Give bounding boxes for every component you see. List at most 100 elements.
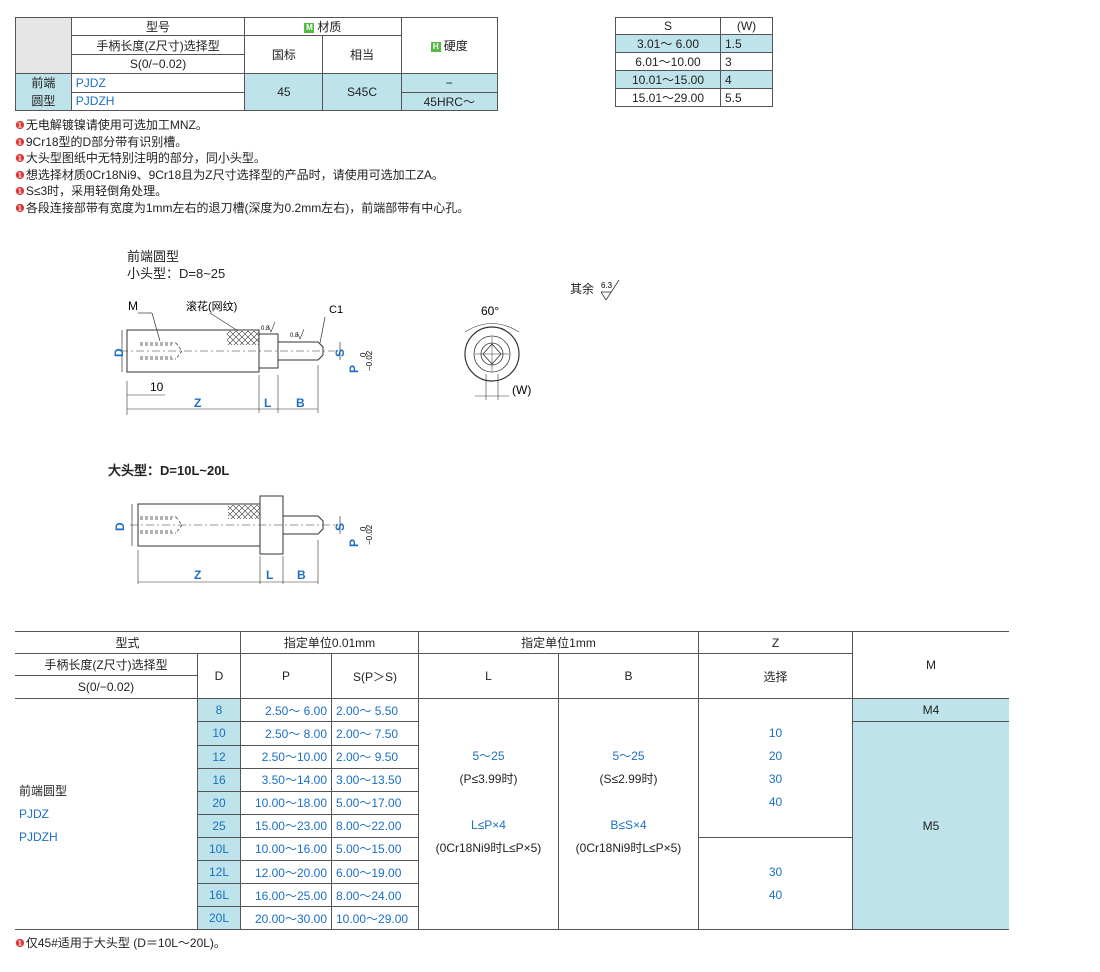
gb-value: 45 [244, 73, 324, 111]
h-handle: 手柄长度(Z尺寸)选择型 [15, 653, 198, 676]
d-value: 12 [197, 744, 241, 769]
label-L: L [264, 396, 271, 410]
s-range: 15.01～29.00 [615, 88, 721, 107]
hardness-badge-icon: H [430, 41, 441, 52]
p-range: 3.50～14.00 [240, 767, 332, 792]
d-value: 16L [197, 883, 241, 907]
equiv-header: 相当 [322, 35, 402, 74]
tolerance-lower: −0.02 [365, 350, 374, 371]
d-value: 12L [197, 860, 241, 884]
svg-text:6.3: 6.3 [601, 281, 613, 290]
label-B: B [296, 396, 305, 410]
code-pjdzh: PJDZH [70, 91, 246, 111]
large-head-drawing: D S P 0 −0.02 Z L B [113, 495, 374, 584]
b-cell: 5～25 (S≤2.99时) B≤S×4 (0Cr18Ni9时L≤P×5) [558, 698, 699, 930]
d-value: 20L [197, 906, 241, 930]
note-item: ❶无电解镀镍请使用可选加工MNZ。 [15, 118, 208, 132]
s-range: 5.00～15.00 [331, 836, 419, 861]
label-C1: C1 [329, 304, 343, 316]
m-value-m5: M5 [852, 721, 1009, 930]
circle-exclamation-icon: ❶ [15, 169, 25, 182]
knurl-area [227, 331, 259, 345]
s-range: 8.00～24.00 [331, 883, 419, 907]
end-view-drawing: 60° (W) [464, 304, 531, 400]
drawing-title-large-head: 大头型：D=10L~20L [108, 463, 230, 478]
p-range: 16.00～25.00 [240, 883, 332, 907]
label-10: 10 [150, 380, 164, 394]
hardness-value-2: 45HRC～ [400, 91, 499, 111]
label-L: L [266, 568, 273, 582]
thread-hole [140, 342, 183, 360]
label-D: D [112, 348, 126, 357]
m-value-m4: M4 [852, 698, 1009, 722]
circle-exclamation-icon: ❶ [15, 938, 25, 950]
h-SP: S(P＞S) [331, 653, 419, 699]
p-range: 2.50～10.00 [240, 744, 332, 769]
h-model: 型式 [15, 631, 241, 654]
s-range: 6.01～10.00 [615, 52, 721, 71]
d-value: 25 [197, 813, 241, 838]
roughness-symbol-icon: 6.3 [601, 279, 620, 301]
p-range: 2.50～ 6.00 [240, 698, 332, 722]
s-range: 2.00～ 9.50 [331, 744, 419, 769]
roughness-mark: 0.8 [261, 326, 270, 332]
code-pjdz: PJDZ [70, 73, 246, 93]
s-range: 3.01～ 6.00 [615, 34, 721, 53]
w-value: 1.5 [720, 34, 773, 53]
knurl-area [228, 505, 260, 519]
label-D: D [113, 522, 127, 531]
label-P: P [347, 365, 361, 373]
spec-table: 型式 指定单位0.01mm 指定单位1mm Z M 手柄长度(Z尺寸)选择型 D… [15, 631, 1009, 930]
w-value: 4 [720, 70, 773, 89]
corner-cell [15, 17, 72, 74]
note-item: ❶大头型图纸中无特别注明的部分，同小头型。 [15, 151, 266, 165]
notes-list: ❶无电解镀镍请使用可选加工MNZ。 ❶9Cr18型的D部分带有识别槽。 ❶大头型… [15, 118, 469, 217]
footnote: ❶仅45#适用于大头型 (D＝10L～20L)。 [15, 936, 226, 950]
d-value: 10 [197, 721, 241, 746]
roughness-note: 其余 6.3 [570, 279, 627, 301]
label-S: S [333, 349, 347, 357]
s-header: S [615, 17, 721, 35]
note-item: ❶想选择材质0Cr18Ni9、9Cr18且为Z尺寸选择型的产品时，请使用可选加工… [15, 167, 444, 182]
s-range: 3.00～13.50 [331, 767, 419, 792]
w-value: 5.5 [720, 88, 773, 107]
d-value: 10L [197, 836, 241, 861]
h-L: L [418, 653, 559, 699]
d-value: 20 [197, 790, 241, 815]
circle-exclamation-icon: ❶ [15, 153, 25, 165]
h-s: S(0/−0.02) [15, 675, 198, 699]
d-value: 16 [197, 767, 241, 792]
gb-header: 国标 [244, 35, 324, 74]
circle-exclamation-icon: ❶ [15, 186, 25, 198]
label-M: M [128, 299, 138, 313]
roughness-mark: 0.8 [290, 333, 299, 339]
s-range: 5.00～17.00 [331, 790, 419, 815]
circle-exclamation-icon: ❶ [15, 120, 25, 132]
tolerance-upper: 0 [359, 352, 368, 357]
label-knurl: 滚花(网纹) [186, 299, 237, 313]
drawing-title-type: 前端圆型 [127, 249, 180, 264]
h-select: 选择 [698, 653, 853, 699]
label-S: S [333, 523, 347, 531]
label-W: (W) [512, 383, 531, 397]
hardness-value-1: − [400, 73, 499, 93]
s-range: 6.00～19.00 [331, 860, 419, 884]
type-name: 前端圆型 [19, 783, 68, 798]
note-item: ❶9Cr18型的D部分带有识别槽。 [15, 134, 188, 149]
model-header: 型号 [70, 17, 246, 36]
small-head-drawing: M 滚花(网纹) C1 0.8 0.8 D S P 0 −0.02 10 Z L… [112, 299, 374, 415]
label-angle: 60° [481, 304, 499, 318]
tolerance-lower: −0.02 [365, 524, 374, 545]
h-M: M [852, 631, 1009, 699]
l-cell: 5～25 (P≤3.99时) L≤P×4 (0Cr18Ni9时L≤P×5) [418, 698, 559, 930]
h-B: B [558, 653, 699, 699]
h-D: D [197, 653, 241, 699]
handle-type-header: 手柄长度(Z尺寸)选择型 [70, 35, 246, 55]
s-range: 2.00～ 5.50 [331, 698, 419, 722]
drawing-title: 前端圆型 小头型：D=8~25 [127, 248, 225, 282]
note-item: ❶各段连接部带有宽度为1mm左右的退刀槽(深度为0.2mm左右)，前端部带有中心… [15, 200, 470, 215]
label-Z: Z [194, 396, 201, 410]
p-range: 12.00～20.00 [240, 860, 332, 884]
